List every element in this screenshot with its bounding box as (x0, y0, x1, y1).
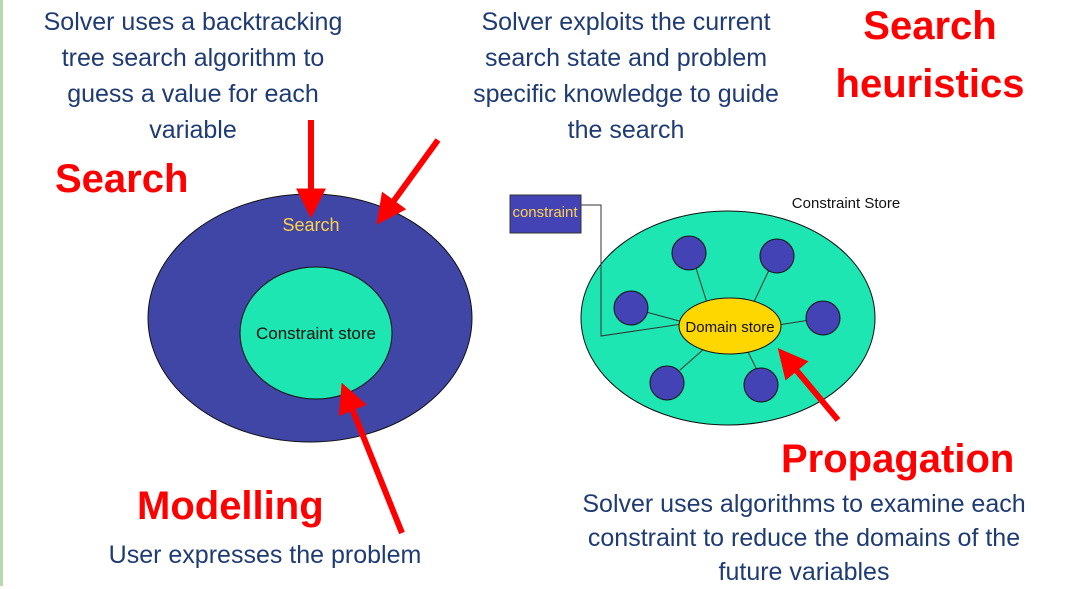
variable-node (649, 365, 685, 401)
propagation-arrow (777, 347, 841, 422)
constraint-tag-label: constraint (512, 204, 578, 221)
search-description-line: tree search algorithm to (61, 44, 325, 72)
connector-line (694, 264, 709, 307)
connector-line (746, 349, 758, 371)
propagation-description-line: constraint to reduce the domains of the (587, 524, 1021, 552)
connector-line (645, 311, 684, 323)
constraint-store-title: Constraint Store (792, 195, 900, 212)
propagation-description-line: Solver uses algorithms to examine each (582, 490, 1026, 518)
search-description-line: guess a value for each (67, 80, 319, 108)
variable-node (613, 290, 649, 326)
modelling-description: User expresses the problem (108, 541, 422, 569)
constraint-store-label: Constraint store (256, 324, 376, 343)
heuristics-description: Solver exploits the current search state… (438, 4, 814, 148)
variable-node (743, 367, 779, 403)
red-arrows (296, 120, 841, 535)
modelling-heading: Modelling (137, 484, 324, 528)
connector-line (679, 347, 706, 371)
variable-node (759, 238, 795, 274)
search-description-line: Solver uses a backtracking (43, 8, 343, 36)
heuristics-heading: Search heuristics (812, 6, 1048, 104)
propagation-description: Solver uses algorithms to examine each c… (528, 487, 1080, 589)
search-heading: Search (55, 157, 189, 201)
modelling-arrow (338, 382, 405, 535)
domain-store-label: Domain store (685, 319, 774, 336)
heuristics-description-line: specific knowledge to guide (473, 80, 779, 108)
heuristics-description-line: the search (567, 116, 685, 144)
variable-node (671, 235, 707, 271)
connector-line (777, 319, 811, 326)
variable-node (805, 300, 841, 336)
connector-line (751, 267, 771, 307)
propagation-heading: Propagation (781, 437, 1015, 481)
search-description: Solver uses a backtracking tree search a… (8, 4, 378, 148)
heuristics-arrow (376, 138, 441, 225)
heuristics-description-line: search state and problem (484, 44, 768, 72)
heuristics-heading-line: Search (863, 4, 997, 48)
constraint-tag-box (509, 194, 582, 234)
constraint-store-ellipse (239, 266, 393, 400)
heuristics-description-line: Solver exploits the current (481, 8, 771, 36)
left-accent-bar (0, 0, 3, 586)
variable-nodes (613, 235, 841, 403)
search-description-line: variable (149, 116, 237, 144)
connector-lines (645, 264, 811, 371)
domain-store-ellipse (678, 297, 782, 355)
propagation-description-line: future variables (718, 558, 890, 586)
constraint-leader-line (581, 204, 683, 337)
heuristics-heading-line: heuristics (835, 62, 1025, 106)
search-ellipse-label: Search (282, 215, 339, 235)
